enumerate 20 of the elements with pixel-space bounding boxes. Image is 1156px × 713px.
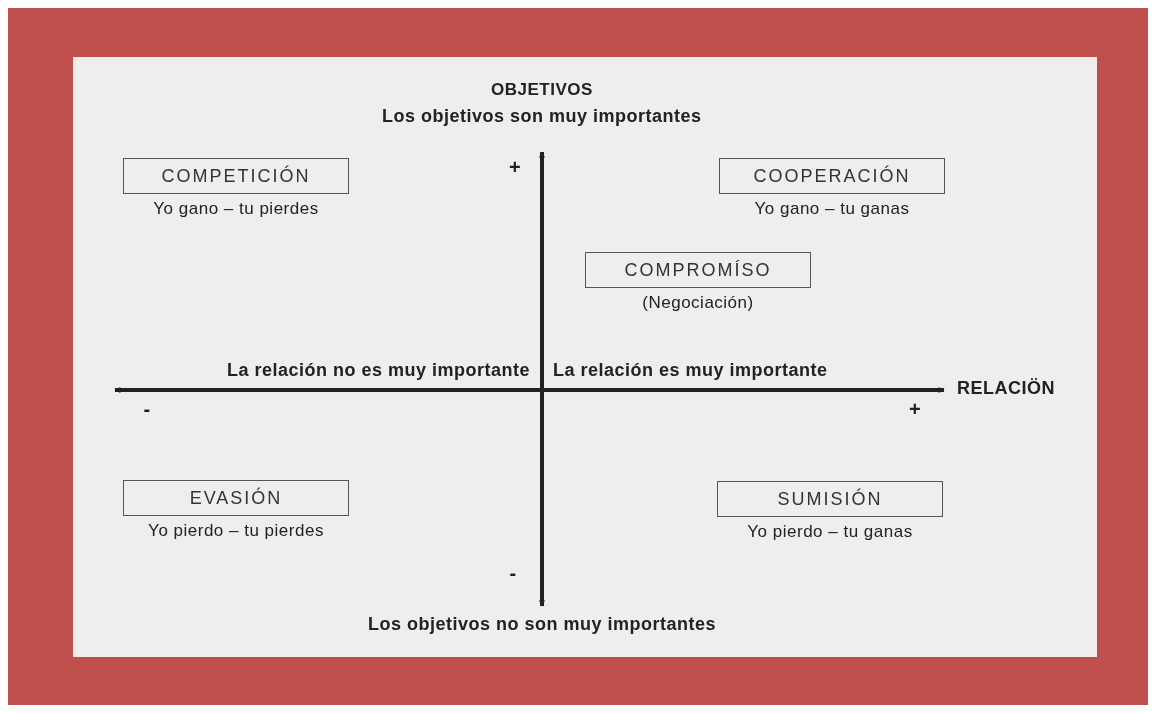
outcome-text: Yo pierdo – tu pierdes — [148, 521, 324, 541]
plus-sign: + — [509, 156, 522, 179]
outcome-text: Yo gano – tu pierdes — [153, 199, 319, 219]
outcome-text: Yo pierdo – tu ganas — [747, 522, 913, 542]
outcome-text: Yo gano – tu ganas — [754, 199, 910, 219]
axis-label: Los objetivos son muy importantes — [382, 106, 702, 127]
minus-sign: - — [509, 562, 517, 585]
strategy-box: COMPETICIÓN — [123, 158, 349, 194]
minus-sign: - — [143, 398, 151, 421]
axis-label: Los objetivos no son muy importantes — [368, 614, 717, 635]
strategy-box: COMPROMÍSO — [585, 252, 811, 288]
axis-label: La relación no es muy importante — [227, 360, 531, 381]
strategy-box: SUMISIÓN — [717, 481, 943, 517]
axis-label: La relación es muy importante — [553, 360, 828, 381]
strategy-box: COOPERACIÓN — [719, 158, 945, 194]
strategy-box: EVASIÓN — [123, 480, 349, 516]
outcome-text: (Negociación) — [642, 293, 754, 313]
axis-title: OBJETIVOS — [491, 80, 593, 100]
axis-title: RELACIÖN — [957, 378, 1055, 399]
plus-sign: + — [909, 398, 922, 421]
